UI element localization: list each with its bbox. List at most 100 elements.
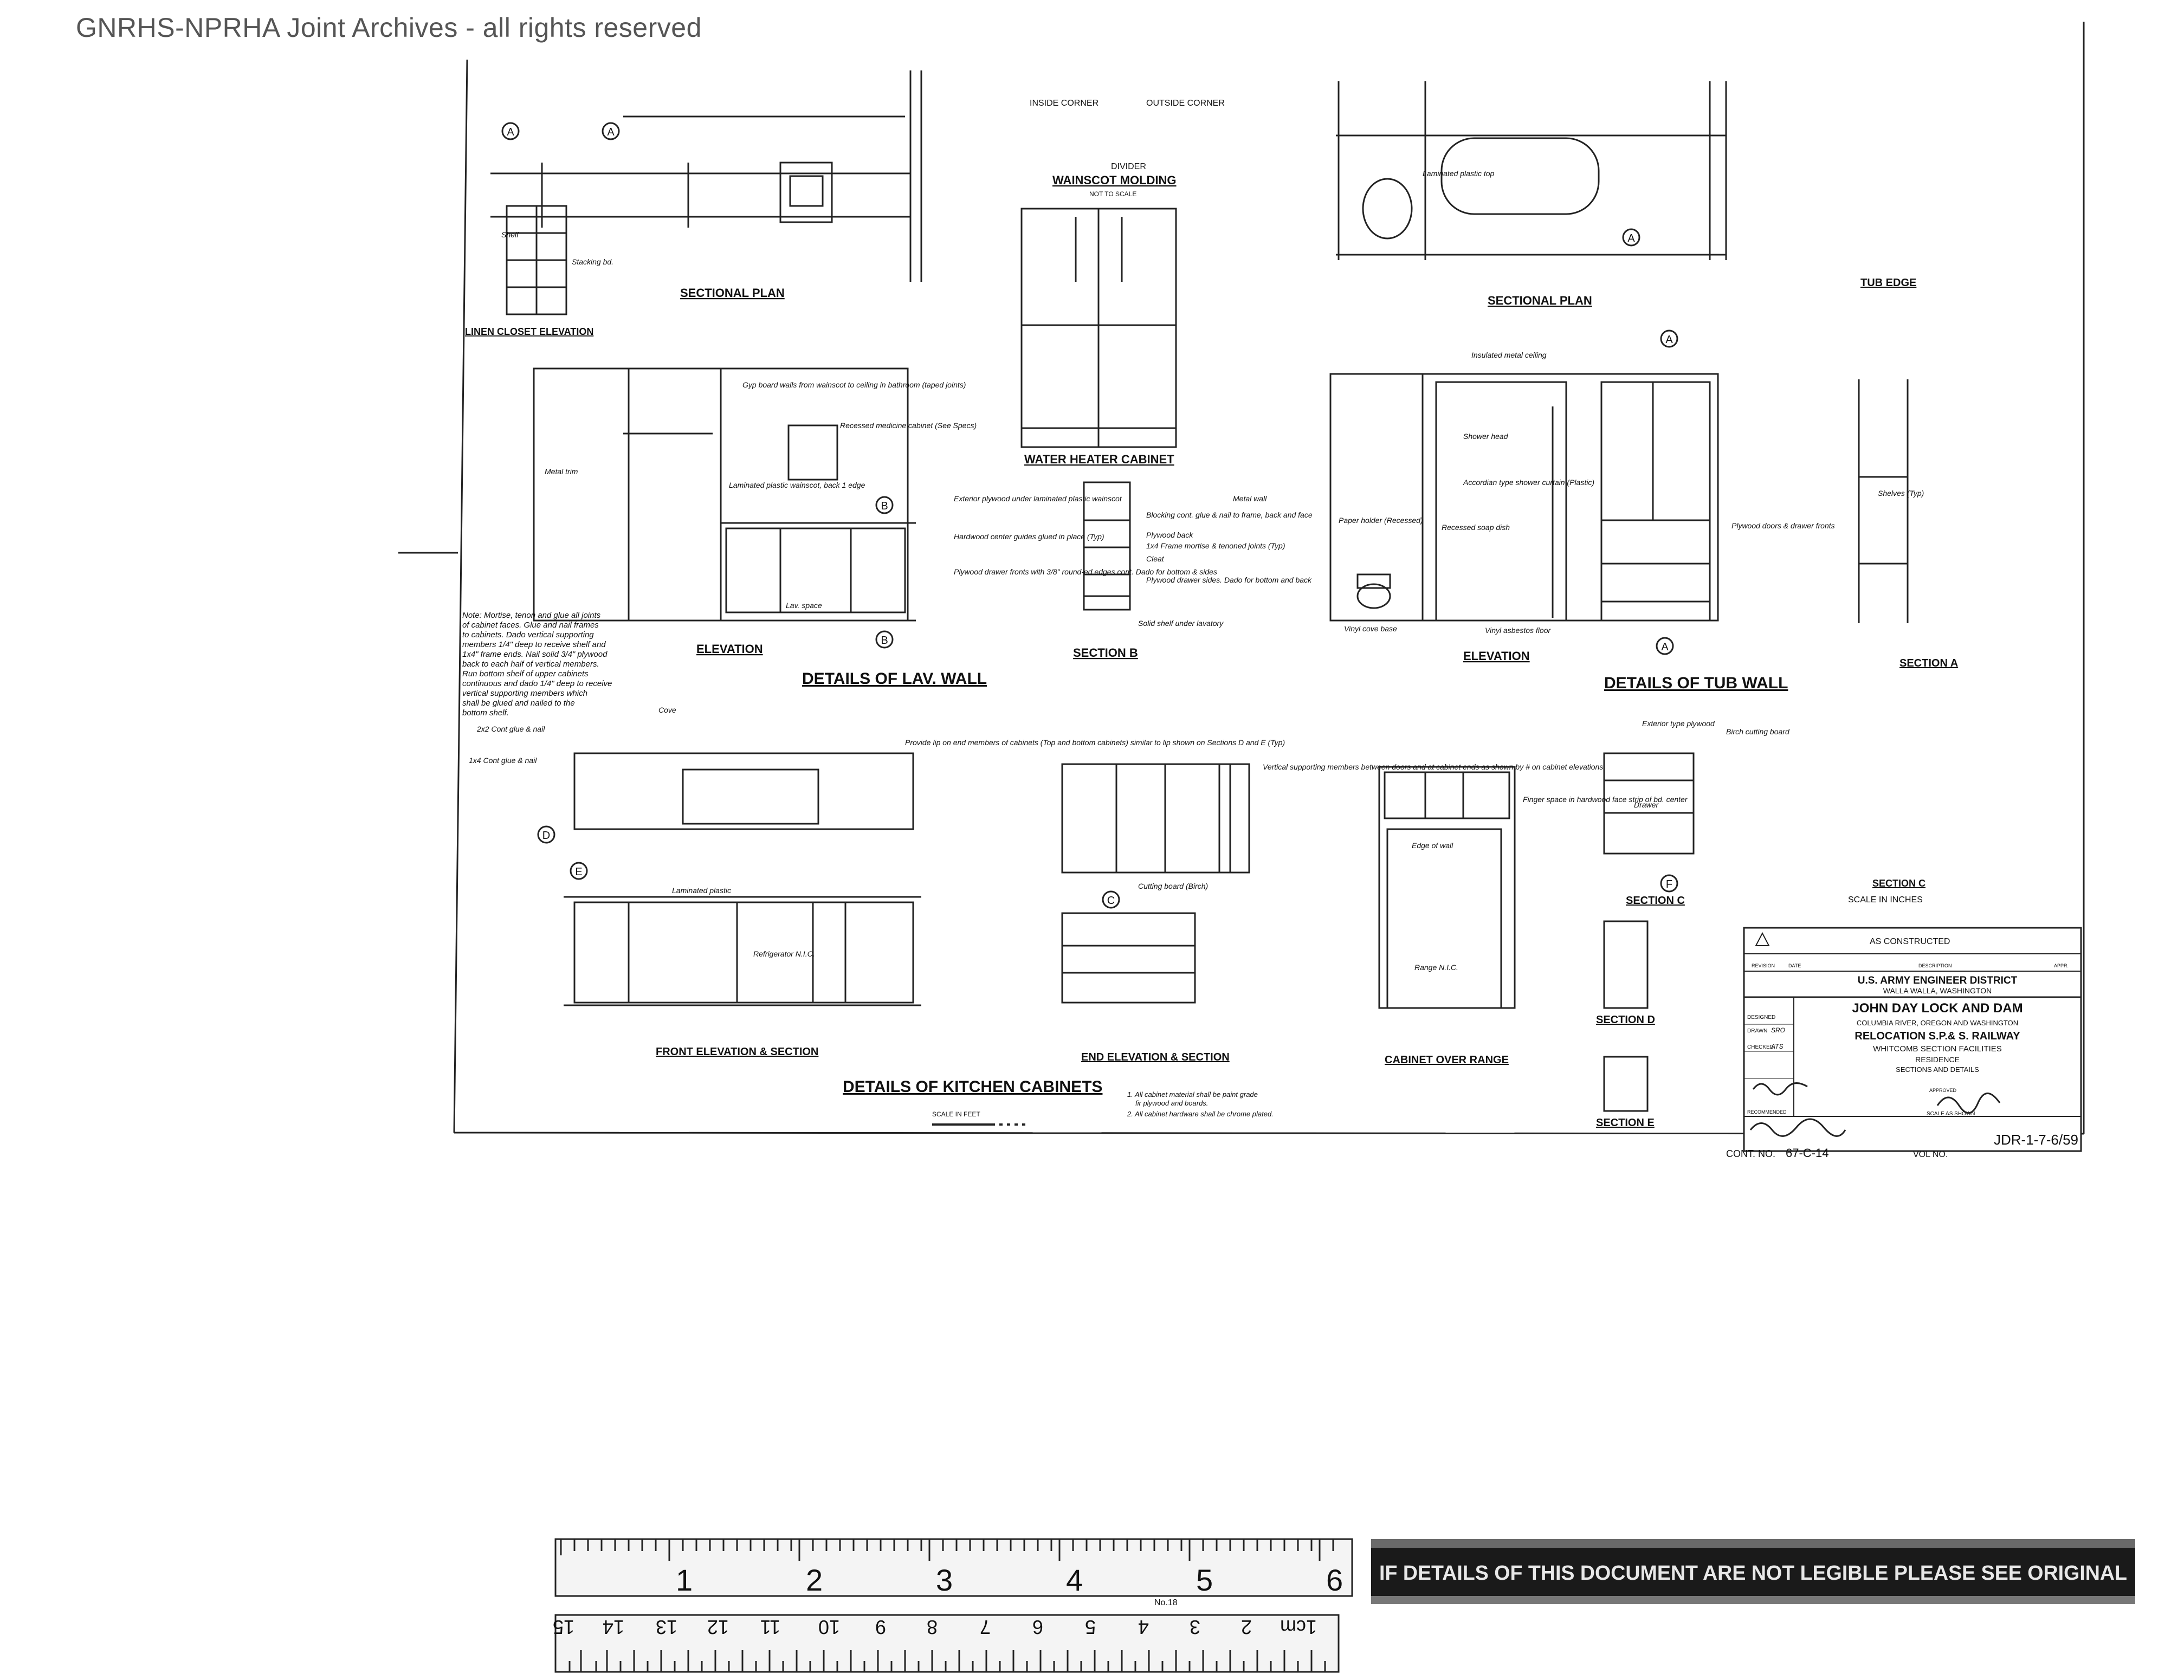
label-range-nic: Range N.I.C. (1414, 963, 1458, 972)
callout-edge-of-wall: Edge of wall (1412, 841, 1453, 850)
svg-text:D: D (542, 830, 550, 842)
svg-text:A: A (1627, 232, 1635, 244)
svg-text:to cabinets. Dado vertical sup: to cabinets. Dado vertical supporting (462, 630, 594, 639)
label-inside-corner: INSIDE CORNER (1030, 99, 1099, 108)
label-section-c: SECTION C (1626, 895, 1685, 907)
label-divider: DIVIDER (1111, 162, 1146, 171)
label-section-b: SECTION B (1073, 646, 1138, 660)
callout-refrigerator: Refrigerator N.I.C. (753, 949, 815, 958)
callout-frame-joints: 1x4 Frame mortise & tenoned joints (Typ) (1146, 541, 1285, 550)
label-wainscot-molding: WAINSCOT MOLDING (1052, 173, 1177, 187)
svg-text:B: B (881, 635, 888, 647)
callout-cutting-board: Cutting board (Birch) (1138, 882, 1208, 890)
label-not-to-scale: NOT TO SCALE (1089, 190, 1136, 198)
label-linen-closet-elevation: LINEN CLOSET ELEVATION (465, 326, 593, 337)
label-section-e: SECTION E (1596, 1117, 1655, 1129)
tb-vol-label: VOL NO. (1913, 1150, 1948, 1159)
tb-drawn-initials: SRO (1771, 1026, 1785, 1034)
grid-marker-a-1: A (501, 122, 520, 140)
label-outside-corner: OUTSIDE CORNER (1146, 99, 1225, 108)
inch-label-5: 5 (1196, 1563, 1213, 1597)
svg-text:8: 8 (927, 1616, 938, 1638)
front-elevation-drawing (564, 752, 921, 1006)
svg-text:C: C (1107, 895, 1115, 907)
legibility-notice-text: IF DETAILS OF THIS DOCUMENT ARE NOT LEGI… (1379, 1562, 2127, 1585)
sectional-plan-right-drawing (1336, 81, 1727, 260)
tb-as-constructed: AS CONSTRUCTED (1870, 937, 1950, 946)
grid-marker-b-1: B (875, 496, 894, 514)
callout-hardwood-guides: Hardwood center guides glued in place (T… (954, 532, 1104, 541)
callout-laminated-top: Laminated plastic top (1423, 169, 1495, 178)
cabinet-over-range-drawing (1378, 766, 1516, 1009)
label-front-elevation: FRONT ELEVATION & SECTION (656, 1046, 818, 1058)
callout-plywood-doors: Plywood doors & drawer fronts (1731, 521, 1835, 530)
tb-approved: APPROVED (1929, 1088, 1957, 1093)
label-elevation-left: ELEVATION (696, 642, 763, 656)
svg-text:B: B (881, 500, 888, 512)
label-tub-edge: TUB EDGE (1860, 277, 1916, 289)
label-section-a: SECTION A (1899, 657, 1958, 669)
svg-text:15: 15 (553, 1616, 574, 1638)
callout-insulated-ceiling: Insulated metal ceiling (1471, 351, 1547, 359)
svg-text:14: 14 (603, 1616, 624, 1638)
callout-provide-lip: Provide lip on end members of cabinets (… (905, 738, 1285, 747)
sectional-plan-left-drawing (490, 70, 922, 315)
label-details-kitchen-cabinets: DETAILS OF KITCHEN CABINETS (843, 1078, 1102, 1096)
callout-shelves: Shelves (Typ) (1878, 489, 1924, 497)
tb-recommended: RECOMMENDED (1747, 1109, 1787, 1115)
tb-city: WALLA WALLA, WASHINGTON (1883, 986, 1992, 995)
svg-text:of cabinet faces. Glue and nai: of cabinet faces. Glue and nail frames (462, 621, 599, 630)
callout-finger-space: Finger space in hardwood face strip of b… (1523, 795, 1688, 804)
sections-cde-drawing (1603, 752, 1695, 1112)
grid-marker-e: E (570, 862, 588, 880)
svg-text:A: A (607, 126, 615, 138)
svg-text:fir plywood and boards.: fir plywood and boards. (1135, 1099, 1208, 1107)
label-end-elevation: END ELEVATION & SECTION (1081, 1051, 1230, 1063)
svg-text:4: 4 (1138, 1616, 1149, 1638)
svg-text:11: 11 (760, 1616, 780, 1638)
svg-text:10: 10 (818, 1616, 840, 1638)
water-heater-cabinet-drawing (1020, 208, 1177, 448)
grid-marker-f: F (1660, 874, 1678, 893)
tb-designed: DESIGNED (1747, 1015, 1775, 1020)
callout-vinyl-floor: Vinyl asbestos floor (1485, 626, 1551, 635)
svg-text:bottom shelf.: bottom shelf. (462, 708, 509, 718)
svg-text:F: F (1666, 878, 1672, 890)
svg-text:members 1/4" deep to receive s: members 1/4" deep to receive shelf and (462, 640, 606, 649)
svg-text:2: 2 (1241, 1616, 1252, 1638)
cm-ruler (554, 1614, 1340, 1673)
callout-gyp-board: Gyp board walls from wainscot to ceiling… (742, 380, 966, 389)
callout-vinyl-cove: Vinyl cove base (1344, 624, 1397, 633)
callout-shower-curtain: Accordian type shower curtain (Plastic) (1463, 478, 1594, 487)
callout-2x2-cont: 2x2 Cont glue & nail (476, 725, 545, 733)
svg-text:back to each half of vertical: back to each half of vertical members. (462, 660, 599, 669)
callout-shower-head: Shower head (1463, 432, 1509, 441)
callout-birch-board: Birch cutting board (1726, 727, 1790, 736)
inch-label-4: 4 (1066, 1563, 1083, 1597)
svg-text:Run bottom shelf of upper cabi: Run bottom shelf of upper cabinets (462, 669, 589, 679)
label-sectional-plan-right: SECTIONAL PLAN (1488, 294, 1592, 307)
callout-blocking: Blocking cont. glue & nail to frame, bac… (1146, 511, 1313, 519)
label-water-heater-cabinet: WATER HEATER CABINET (1024, 453, 1174, 466)
label-section-f: SECTION C (1872, 878, 1925, 889)
tb-checked: CHECKED (1747, 1044, 1774, 1050)
inch-label-1: 1 (676, 1563, 693, 1597)
label-details-lav-wall: DETAILS OF LAV. WALL (802, 670, 987, 688)
callout-1x4-cont: 1x4 Cont glue & nail (469, 756, 537, 765)
svg-text:7: 7 (980, 1616, 991, 1638)
tb-date-col: DATE (1788, 963, 1801, 968)
label-cabinet-over-range: CABINET OVER RANGE (1385, 1054, 1509, 1066)
tb-project: JOHN DAY LOCK AND DAM (1852, 1001, 2023, 1016)
svg-text:shall be glued and nailed to t: shall be glued and nailed to the (462, 699, 575, 708)
tb-scale: SCALE AS SHOWN (1927, 1111, 1975, 1117)
svg-text:9: 9 (875, 1616, 886, 1638)
svg-text:6: 6 (1032, 1616, 1043, 1638)
lav-wall-note: Note: Mortise, tenon and glue all joints… (462, 611, 612, 718)
svg-text:3: 3 (1190, 1616, 1200, 1638)
svg-text:1. All cabinet material shall: 1. All cabinet material shall be paint g… (1127, 1090, 1258, 1099)
callout-metal-wall: Metal wall (1233, 494, 1267, 503)
grid-marker-a-5: A (1656, 637, 1674, 655)
legibility-notice: IF DETAILS OF THIS DOCUMENT ARE NOT LEGI… (1371, 1539, 2135, 1604)
tb-location: COLUMBIA RIVER, OREGON AND WASHINGTON (1857, 1019, 2018, 1027)
